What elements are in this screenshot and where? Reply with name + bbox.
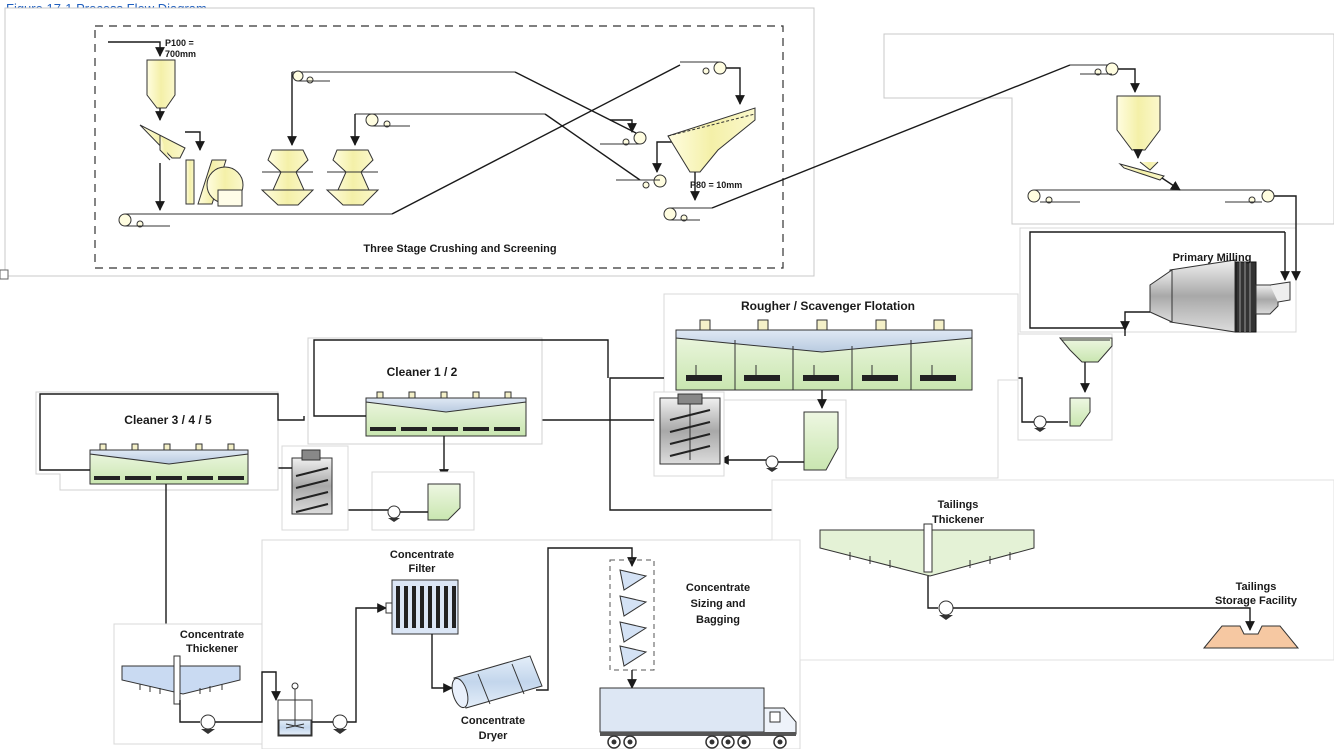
rougher-label: Rougher / Scavenger Flotation — [741, 299, 915, 313]
tailings-storage-label-1: Tailings — [1236, 581, 1277, 593]
concentrate-dryer — [451, 655, 543, 709]
cleaner12-label: Cleaner 1 / 2 — [387, 365, 458, 379]
conc-dryer-label-2: Dryer — [479, 730, 508, 742]
dryer-to-bagging-line — [536, 547, 637, 691]
crushing-dashed-boundary — [94, 25, 784, 269]
conc-thickener-label-1: Concentrate — [180, 629, 244, 641]
concentrate-thickener — [121, 655, 241, 705]
tailings-underflow-line — [927, 576, 938, 609]
concentrate-bagging-screens — [609, 559, 655, 671]
filter-feed-tank — [277, 682, 313, 737]
fine-ore-conveyor — [663, 207, 712, 222]
mill-pump — [977, 373, 1068, 432]
conc-thickener-pump — [200, 671, 281, 734]
p100-label: P100 = — [165, 38, 194, 48]
cleaner12-recycle-line — [313, 339, 609, 417]
cleaner12-sump — [335, 471, 475, 531]
secondary-cone-crusher — [260, 149, 315, 206]
tailings-storage-label-2: Storage Facility — [1215, 595, 1298, 607]
screen-recycle-conveyors — [600, 119, 678, 189]
regrind-mill — [653, 391, 725, 477]
p80-label: P80 = 10mm — [690, 180, 742, 190]
conc-filter-label-2: Filter — [409, 563, 437, 575]
tertiary-return-belt — [544, 113, 641, 181]
thickener-underflow-line — [179, 700, 200, 723]
cleaner12-cells — [365, 391, 527, 437]
screen-feed-conveyor — [287, 70, 515, 146]
vibrating-screen — [667, 61, 756, 173]
cone-feed-belt — [514, 71, 641, 136]
tailings-thickener-label-2: Thickener — [932, 514, 985, 526]
conc-bagging-label-2: Sizing and — [691, 598, 746, 610]
ball-mill — [1149, 259, 1291, 333]
cleaner-regrind-mill — [281, 445, 349, 531]
conc-bagging-label-3: Bagging — [696, 614, 740, 626]
filter-feed-pump — [312, 603, 387, 734]
mill-feed-line — [1274, 195, 1301, 281]
concentrate-filter-press — [385, 579, 459, 635]
grizzly-screen — [139, 108, 186, 161]
tertiary-cone-crusher — [325, 149, 380, 206]
fine-ore-conveyor-top — [1070, 62, 1140, 93]
conc-filter-label-1: Concentrate — [390, 549, 454, 561]
fine-ore-bin — [1116, 95, 1165, 181]
conc-bagging-label-1: Concentrate — [686, 582, 750, 594]
grizzly-oversize-line — [185, 131, 205, 151]
tailings-thickener-label-1: Tailings — [938, 499, 979, 511]
rougher-sump — [719, 411, 839, 472]
cleaner345-recycle-line — [39, 393, 305, 471]
crusher-discharge-conveyor — [118, 213, 392, 228]
primary-milling-label: Primary Milling — [1173, 252, 1252, 264]
concentrate-truck-icon — [599, 687, 797, 749]
tailings-thickener — [819, 523, 1035, 577]
fine-ore-belt — [711, 64, 1071, 209]
cyclone-sump — [1058, 337, 1113, 427]
conc-thickener-label-2: Thickener — [186, 643, 239, 655]
conc-dryer-label-1: Concentrate — [461, 715, 525, 727]
discharge-to-screen-belt — [391, 64, 681, 215]
tertiary-feed-conveyor — [350, 113, 545, 146]
feed-hopper — [108, 41, 176, 109]
filter-to-dryer-line — [431, 634, 453, 693]
cleaner345-label: Cleaner 3 / 4 / 5 — [124, 413, 212, 427]
crushing-caption: Three Stage Crushing and Screening — [363, 243, 556, 255]
mill-feed-conveyor — [1027, 177, 1275, 204]
jaw-crusher — [185, 159, 244, 207]
tailings-pump — [938, 600, 1255, 631]
mill-discharge-line — [1120, 311, 1150, 331]
cleaner345-cells — [89, 443, 249, 485]
fine-ore-panel — [883, 33, 1334, 225]
rougher-flotation-cells — [675, 319, 973, 391]
panel-corner-marker — [0, 269, 9, 280]
tailings-panel — [771, 479, 1334, 661]
p100-value: 700mm — [165, 49, 196, 59]
crushing-area-panel — [4, 7, 815, 277]
tailings-storage-facility — [1202, 625, 1300, 649]
